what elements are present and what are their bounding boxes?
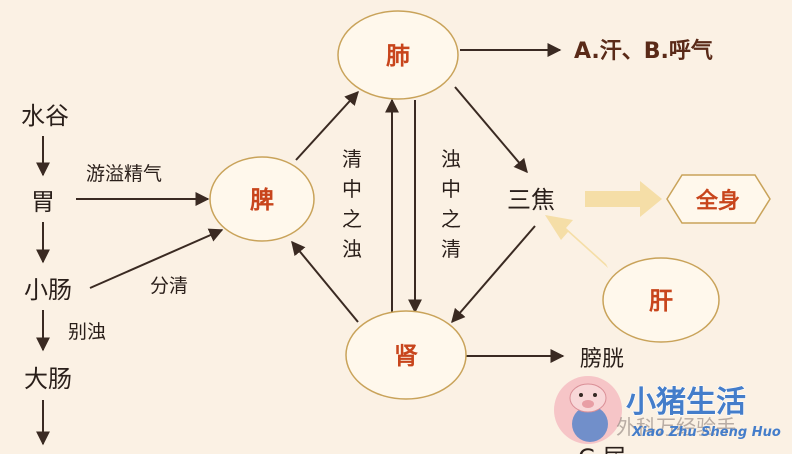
label-quanshen: 全身 [695,188,740,214]
organ-label-shen: 肾 [394,342,418,370]
watermark-brand: 小猪生活 [626,385,746,420]
label-qing-zhong-zhi-zhuo-char: 之 [342,207,362,231]
label-qing-zhong-zhi-zhuo-char: 中 [342,177,362,201]
label-sanjiao: 三焦 [507,186,555,214]
organ-label-fei: 肺 [386,42,410,70]
label-pangguang: 膀胱 [580,347,624,372]
arrow-pi-to-fei [295,90,359,161]
pig-eye-icon [593,393,597,397]
organ-label-gan: 肝 [649,287,673,315]
label-zhuo-zhong-zhi-qing: 浊 中 之 清 [441,147,461,261]
organ-circle-gan [602,257,720,343]
label-fenqing: 分清 [150,275,188,297]
label-wei: 胃 [31,188,55,216]
label-shuigu: 水谷 [21,102,69,130]
label-zhuo-zhong-zhi-qing-char: 中 [441,177,461,201]
quanshen-hexagon [666,174,771,224]
label-qing-zhong-zhi-zhuo-char: 浊 [342,237,362,261]
watermark-overlay-text: 外科万经验手 [616,415,736,439]
organ-label-pi: 脾 [250,186,274,214]
label-zhuo-zhong-zhi-qing-char: 清 [441,237,461,261]
label-zhuo-zhong-zhi-qing-char: 之 [441,207,461,231]
label-zhuo-zhong-zhi-qing-char: 浊 [441,147,461,171]
label-qing-zhong-zhi-zhuo: 清 中 之 浊 [342,147,362,261]
watermark-brand-pinyin: Xiao Zhu Sheng Huo [631,425,781,440]
label-biezhuo: 别浊 [68,321,106,343]
label-bottom-partial: C.尿 [578,444,626,454]
arrow-shen-to-pi [291,240,359,323]
organ-circle-fei [337,10,459,100]
label-youyi-jingqi: 游溢精气 [86,163,162,185]
pig-face-icon [569,383,607,413]
flow-arrow-sanjiao-to-quanshen [585,181,662,217]
organ-circle-shen [345,310,467,400]
label-fei-output: A.汗、B.呼气 [574,38,713,64]
label-xiaochang: 小肠 [24,276,72,304]
watermark-blue-orb [572,406,608,442]
pig-snout-icon [582,400,594,408]
organ-circle-pi [209,156,315,242]
watermark: 外科万经验手 小猪生活 Xiao Zhu Sheng Huo [554,376,781,444]
arrow-fei-to-sanjiao [454,86,528,174]
pig-eye-icon [579,393,583,397]
label-qing-zhong-zhi-zhuo-char: 清 [342,147,362,171]
flow-arrow-gan-to-sanjiao [545,215,608,268]
label-dachang: 大肠 [24,365,72,393]
arrow-sanjiao-to-shen [451,225,536,324]
arrow-xiaochang-to-pi [89,228,224,289]
